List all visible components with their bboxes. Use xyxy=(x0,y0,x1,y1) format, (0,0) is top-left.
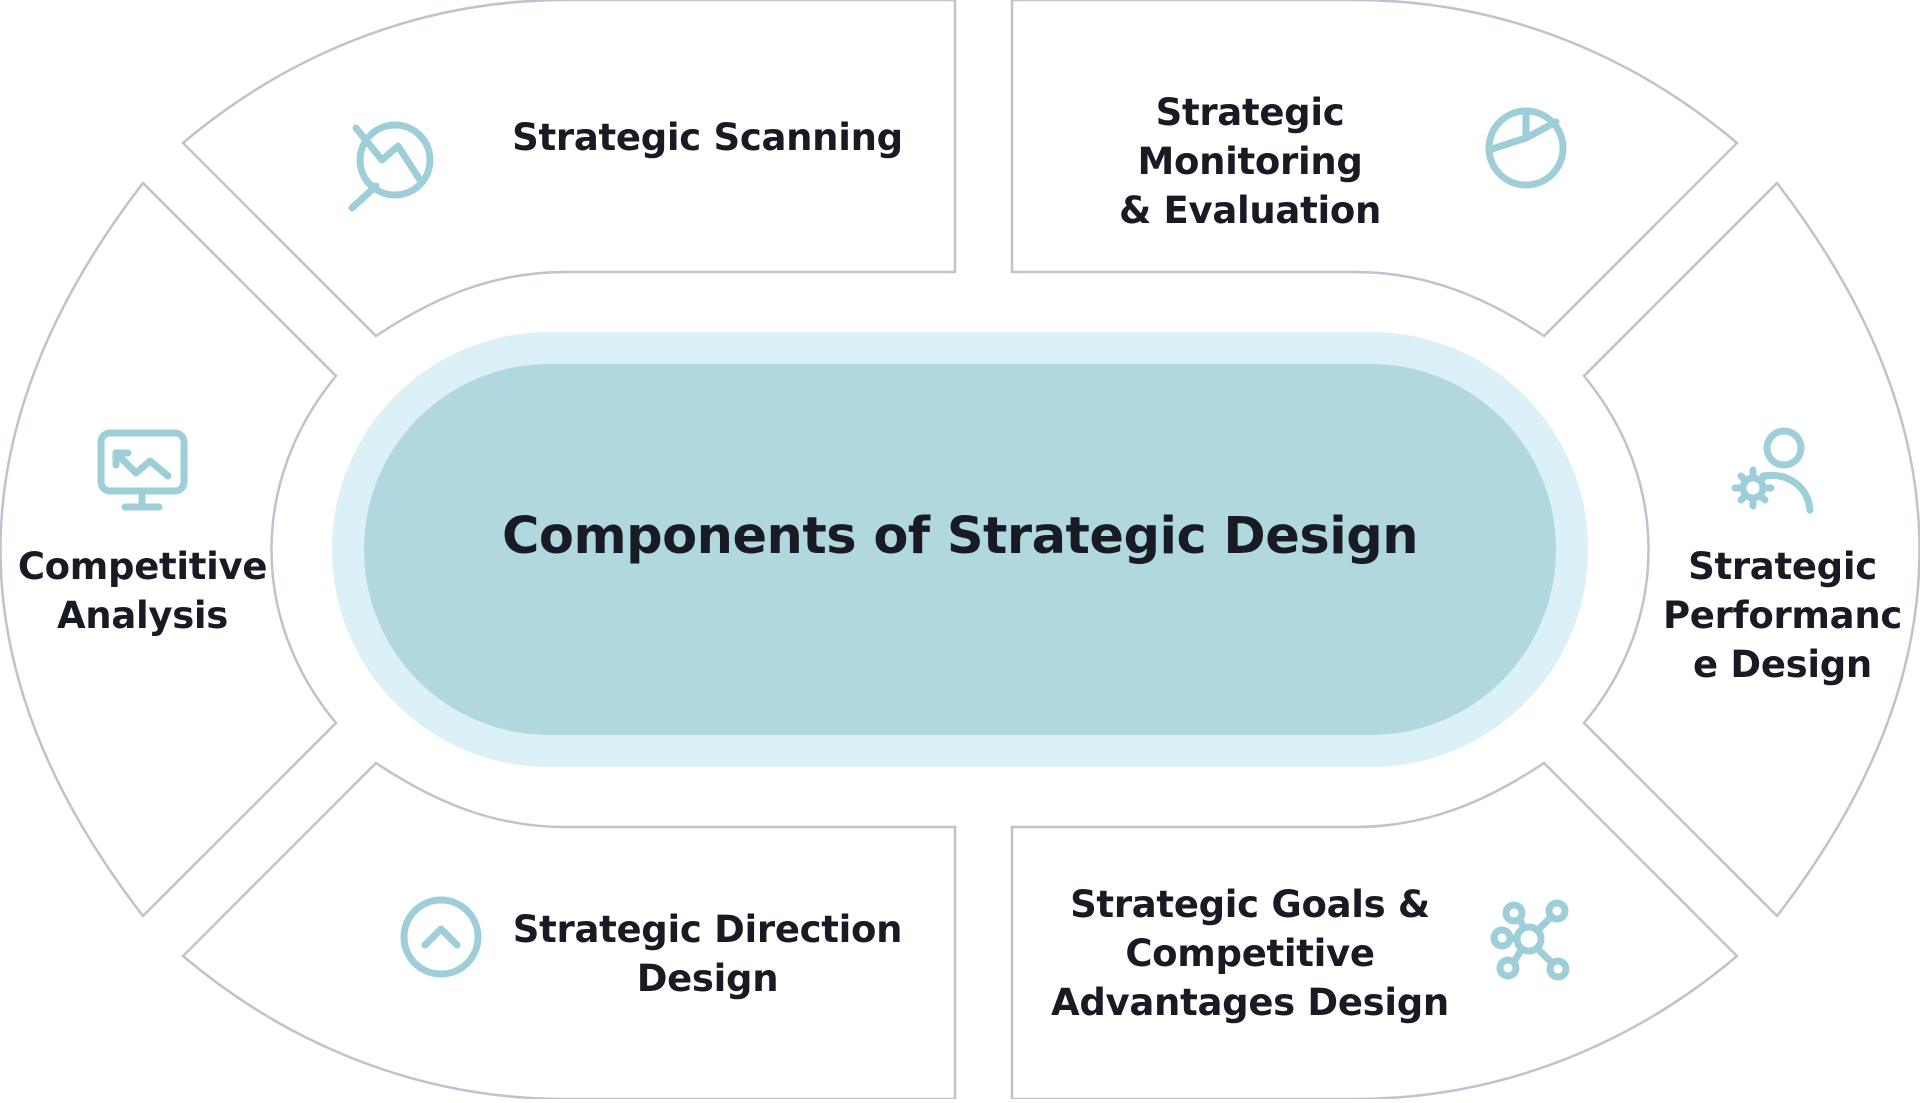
label-competitive-analysis: Competitive Analysis xyxy=(17,545,268,637)
center-capsule xyxy=(364,364,1556,735)
network-nodes-icon xyxy=(1490,899,1570,981)
diagram-title: Components of Strategic Design xyxy=(501,507,1419,566)
magnify-chart-icon xyxy=(348,121,434,212)
chevron-up-circle-icon xyxy=(400,896,482,978)
label-strategic-performance: Strategic Performanc e Design xyxy=(1662,545,1903,686)
segment-strategic-performance xyxy=(1582,181,1920,918)
label-strategic-monitoring: Strategic Monitoring & Evaluation xyxy=(1118,91,1382,232)
pie-chart-icon xyxy=(1485,107,1567,189)
person-gear-icon xyxy=(1731,427,1814,514)
monitor-chart-icon xyxy=(97,429,188,511)
label-strategic-direction: Strategic Direction Design xyxy=(512,908,903,1000)
segment-strategic-scanning xyxy=(181,0,957,338)
label-strategic-scanning: Strategic Scanning xyxy=(512,116,903,159)
segment-competitive-analysis xyxy=(0,181,338,918)
segment-strategic-monitoring xyxy=(1010,0,1739,338)
label-strategic-goals: Strategic Goals & Competitive Advantages… xyxy=(1051,883,1449,1024)
